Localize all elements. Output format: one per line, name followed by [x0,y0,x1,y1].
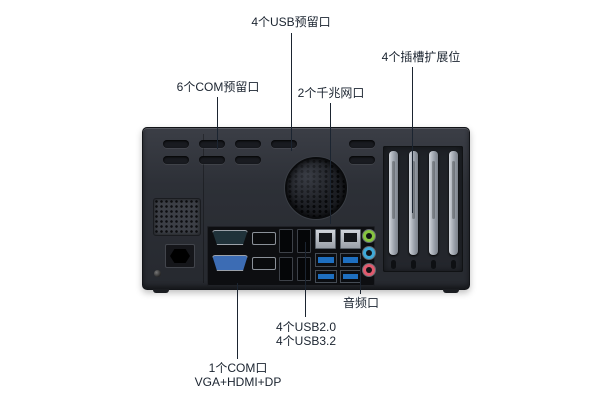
vga-port [212,255,248,271]
leader-audio [360,259,361,294]
chassis-rear-panel [142,127,470,293]
expansion-slot-bracket [449,151,458,255]
reserved-port-knockout [235,140,261,148]
psu-fan-grille [153,198,201,236]
lan-port [315,229,336,249]
reserved-port-knockout [199,156,225,164]
panel-seam [203,134,204,283]
label-slot-expansion: 4个插槽扩展位 [381,50,461,64]
leader-slot-expansion [412,67,413,213]
reserved-port-knockout [163,156,189,164]
label-usb20: 4个USB2.0 [275,320,337,334]
reserved-port-knockout [349,140,375,148]
io-panel [207,226,376,286]
usb2-port [279,257,293,281]
chassis-foot [443,289,459,293]
reserved-port-knockout [199,140,225,148]
audio-jack-mic [362,263,376,277]
slot-vent [411,260,416,269]
lan-port [340,229,361,249]
label-com-reserved: 6个COM预留口 [176,80,260,94]
expansion-slot-bracket [429,151,438,255]
label-com-single: 1个COM口 [208,361,268,375]
label-video: VGA+HDMI+DP [194,375,282,389]
reserved-port-knockout [271,140,297,148]
usb3-port [315,253,337,267]
leader-com-video [237,283,238,359]
reserved-port-knockout [235,156,261,164]
fan-vent [285,157,347,219]
usb3-port [339,269,361,283]
leader-usb-reserved [291,33,292,151]
label-audio: 音频口 [342,296,379,310]
slot-vent [391,260,396,269]
screw [154,270,161,277]
reserved-port-knockout [349,156,375,164]
usb2-port [279,229,293,253]
expansion-slot-area [383,146,463,272]
dp-port [252,232,276,245]
usb2-ports [279,229,311,281]
hdmi-port [252,257,276,270]
power-inlet-core [170,249,190,263]
expansion-slot-bracket [409,151,418,255]
label-usb32: 4个USB3.2 [275,334,337,348]
lan-ports [315,229,361,249]
label-usb-reserved: 4个USB预留口 [251,15,331,29]
slot-vent [431,260,436,269]
expansion-slot-bracket [389,151,398,255]
leader-usb [305,242,306,317]
usb2-port [297,257,311,281]
chassis-foot [153,289,169,293]
reserved-port-knockout [163,140,189,148]
power-inlet-socket [165,244,195,268]
usb2-port [297,229,311,253]
usb3-port [315,269,337,283]
leader-lan [330,103,331,224]
com-port [212,230,248,245]
audio-jack-line-out [362,229,376,243]
leader-com-reserved [217,97,218,149]
usb3-port [339,253,361,267]
audio-jack-line-in [362,246,376,260]
label-lan: 2个千兆网口 [297,86,365,100]
usb3-ports [315,253,361,283]
slot-vent [451,260,456,269]
